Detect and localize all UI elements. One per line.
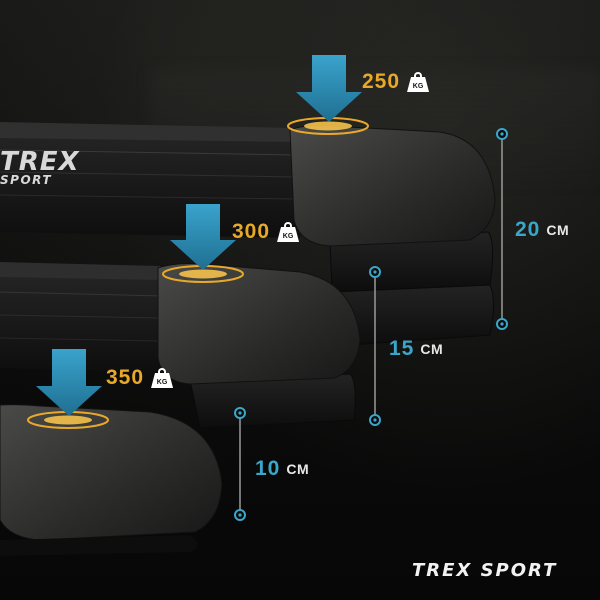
step-platform-small [0, 404, 223, 556]
height-label-medium: 15 CM [389, 337, 443, 361]
weight-kg-icon: KG [276, 222, 300, 242]
load-label-large: 250 KG [362, 70, 430, 94]
load-label-small: 350 KG [106, 366, 174, 390]
load-value: 250 [362, 70, 401, 93]
height-label-large: 20 CM [515, 218, 569, 242]
platform-logo: TREX SPORT [0, 149, 80, 187]
height-value: 20 [515, 218, 541, 241]
height-unit: CM [420, 341, 444, 357]
brand-logo: TREX SPORT [412, 560, 558, 581]
dimension-line-icon [234, 407, 246, 521]
dimension-line-icon [496, 128, 508, 330]
platform-logo-brand: TREX [0, 147, 80, 177]
load-value: 300 [232, 220, 271, 243]
weight-kg-icon: KG [150, 368, 174, 388]
down-arrow-icon [296, 55, 362, 122]
height-label-small: 10 CM [255, 457, 309, 481]
load-value: 350 [106, 366, 145, 389]
height-value: 10 [255, 457, 281, 480]
weight-kg-icon: KG [406, 72, 430, 92]
dimension-line-icon [369, 266, 381, 426]
load-label-medium: 300 KG [232, 220, 300, 244]
platform-logo-sub: SPORT [0, 173, 53, 187]
height-value: 15 [389, 337, 415, 360]
step-platform-medium [0, 262, 361, 429]
down-arrow-icon [170, 204, 236, 270]
step-platform-large [0, 122, 496, 346]
down-arrow-icon [36, 349, 102, 416]
height-unit: CM [546, 222, 570, 238]
height-unit: CM [286, 461, 310, 477]
